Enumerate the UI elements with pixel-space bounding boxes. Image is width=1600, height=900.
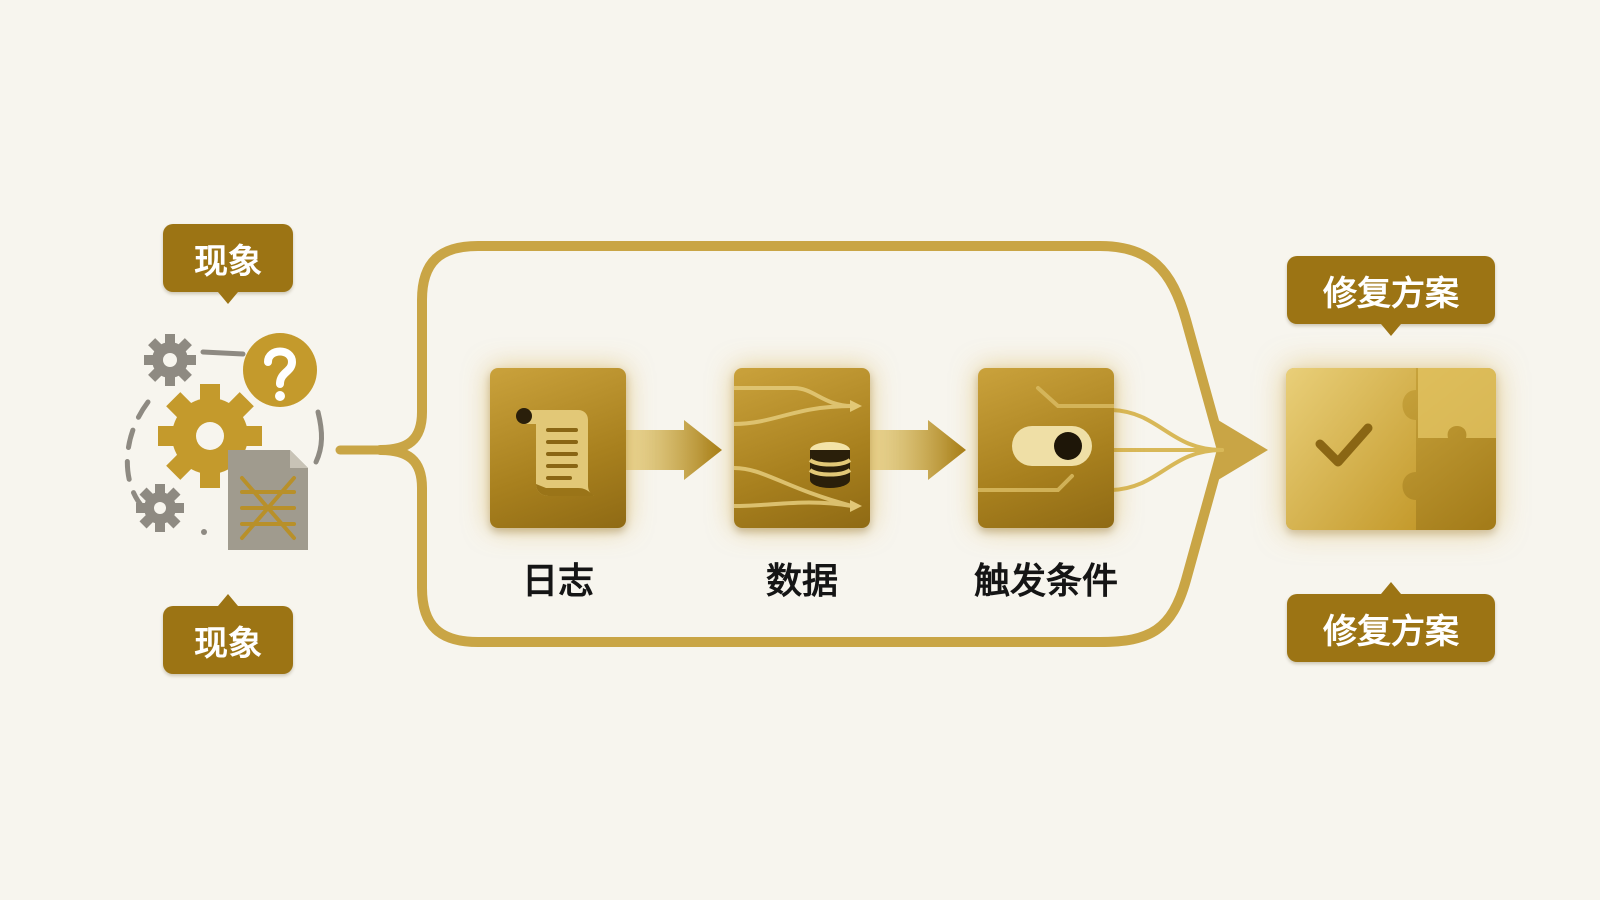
step-label-trigger: 触发条件	[973, 561, 1118, 602]
solution-tile	[1286, 368, 1496, 530]
step-tile-data	[734, 368, 870, 528]
arrow-log-to-data	[626, 420, 722, 480]
question-icon	[243, 333, 317, 407]
arrow-data-to-trigger	[870, 420, 966, 480]
database-icon	[808, 442, 852, 488]
step-label-data: 数据	[765, 561, 838, 602]
phenomenon-label-bottom: 现象	[163, 594, 293, 674]
toggle-switch-icon	[978, 386, 1114, 492]
step-tile-log	[490, 368, 626, 528]
database-flow-icon	[734, 386, 862, 512]
solution-label-bottom: 修复方案	[1287, 582, 1495, 662]
phenomenon-cluster	[124, 333, 324, 550]
step-tile-trigger	[978, 368, 1114, 528]
solution-label-top: 修复方案	[1287, 256, 1495, 336]
solution-label-top-text: 修复方案	[1323, 273, 1459, 314]
phenomenon-label-top-text: 现象	[194, 241, 262, 282]
gear-icon	[144, 334, 196, 386]
trigger-branch-lines	[1110, 408, 1224, 492]
phenomenon-label-top: 现象	[163, 224, 293, 304]
puzzle-check-icon	[1286, 368, 1496, 530]
converge-arrowhead	[1218, 420, 1268, 480]
small-gear-icon	[136, 484, 184, 532]
corrupted-document-icon	[201, 450, 308, 550]
solution-label-bottom-text: 修复方案	[1323, 611, 1459, 652]
step-label-log: 日志	[521, 561, 594, 602]
log-scroll-icon	[516, 408, 594, 496]
phenomenon-label-bottom-text: 现象	[194, 623, 262, 664]
